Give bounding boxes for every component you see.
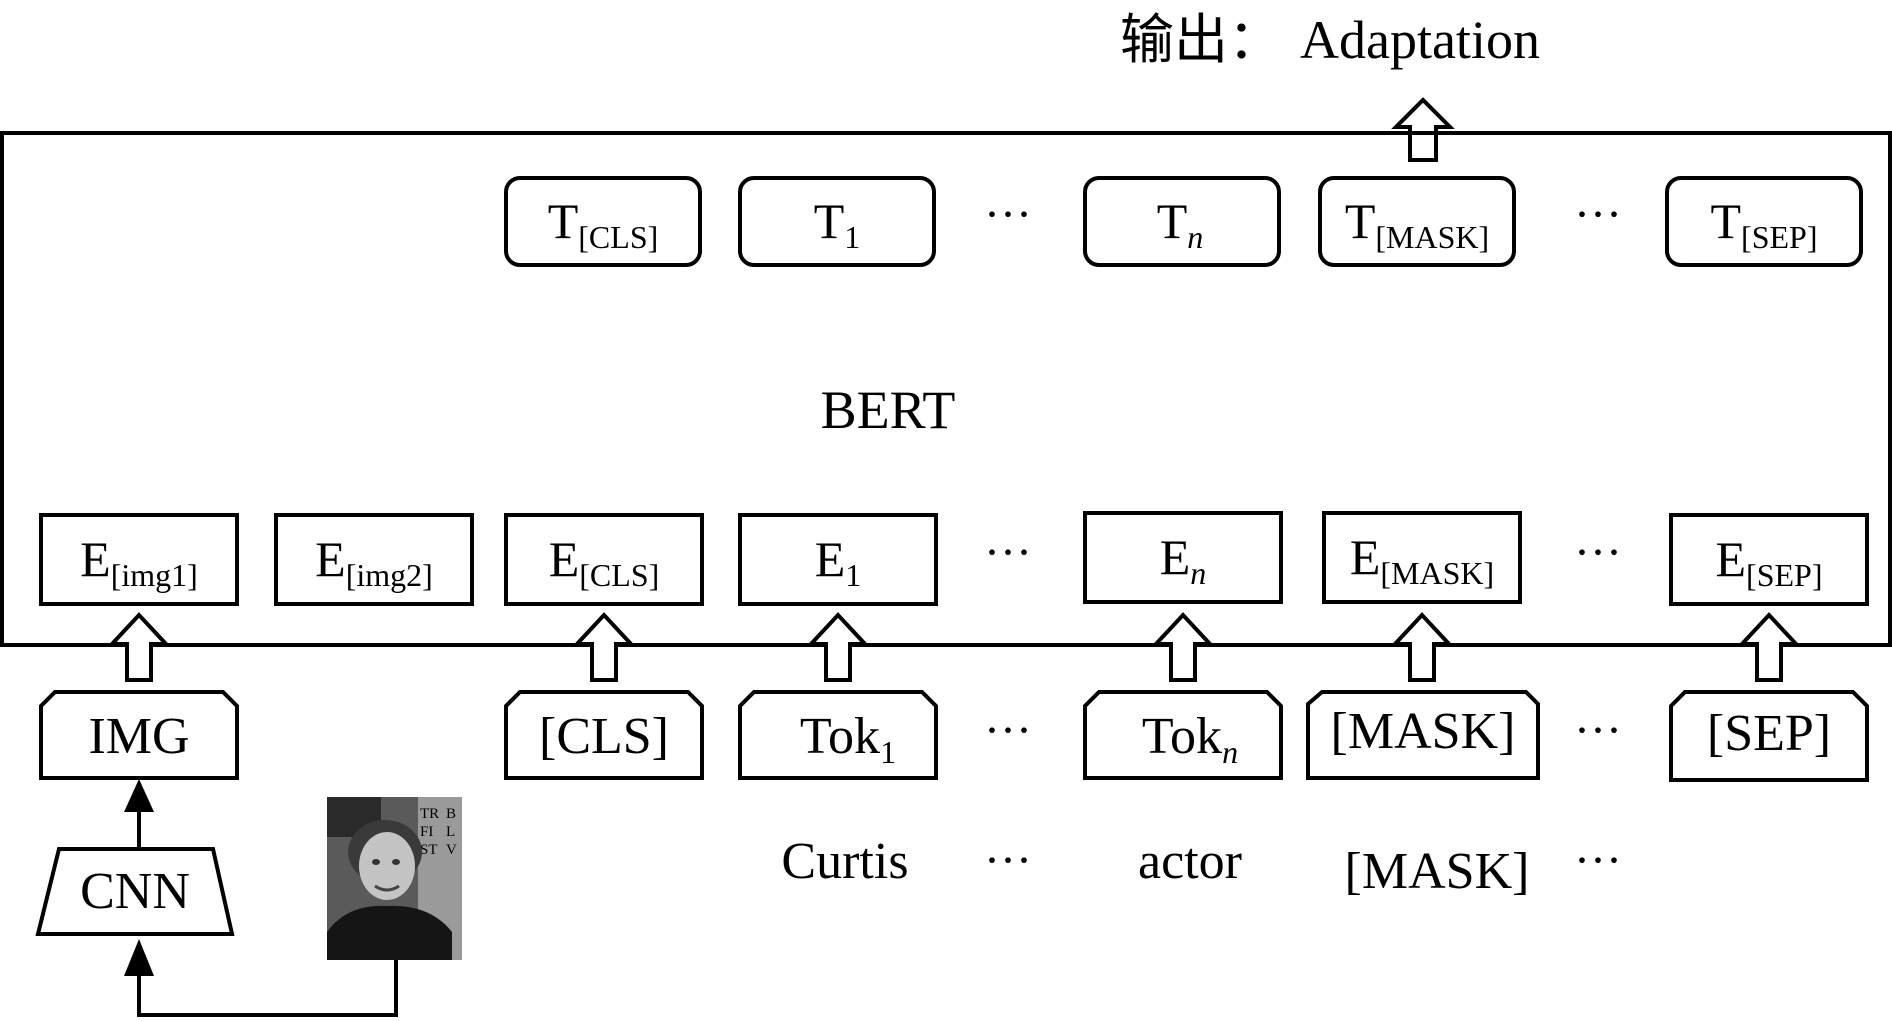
sign-letters: ST xyxy=(420,842,438,858)
output-label: 输出： xyxy=(1120,10,1282,70)
input-arrow xyxy=(1390,612,1454,682)
input-token-box xyxy=(1306,690,1540,780)
input-token-label: Tok1 xyxy=(800,708,896,770)
input-token-label: [MASK] xyxy=(1331,703,1516,760)
output-token-row: T[CLS] T1 ··· Tn T[MASK] ··· T[SEP] xyxy=(504,176,1863,267)
embedding-box xyxy=(504,513,704,606)
sign-letters: FI xyxy=(420,824,433,840)
embedding-label: E1 xyxy=(815,531,862,593)
input-token-box xyxy=(1669,690,1869,782)
output-token-box xyxy=(738,176,936,267)
embedding-label: E[img2] xyxy=(315,531,433,593)
input-arrow xyxy=(107,612,171,682)
sign-letters: TR xyxy=(420,806,439,822)
ellipsis: ··· xyxy=(1574,834,1622,887)
word-label: actor xyxy=(1138,833,1242,890)
input-token-label: [CLS] xyxy=(539,708,669,765)
input-arrow xyxy=(806,612,870,682)
output-token-label: T[CLS] xyxy=(548,193,659,255)
embedding-box xyxy=(1322,511,1522,604)
word-label: [MASK] xyxy=(1345,843,1530,900)
embedding-label: E[CLS] xyxy=(549,531,660,593)
cnn-label: CNN xyxy=(80,863,190,920)
embedding-box xyxy=(738,513,938,606)
output-value: Adaptation xyxy=(1300,10,1540,70)
ellipsis: ··· xyxy=(1574,188,1622,241)
input-token-box xyxy=(39,690,239,780)
input-token-box xyxy=(738,690,938,780)
input-arrow xyxy=(1151,612,1215,682)
input-arrows xyxy=(107,612,1801,682)
embedding-box xyxy=(274,513,474,606)
input-token-row: IMG [CLS] Tok1 ··· Tokn [MASK] ··· [SEP] xyxy=(39,690,1869,782)
output-token-label: T1 xyxy=(814,193,861,255)
photo-to-cnn-line xyxy=(137,960,398,1017)
sign-letters: L xyxy=(446,824,455,840)
ellipsis: ··· xyxy=(984,526,1032,579)
input-token-box xyxy=(1083,690,1283,780)
cnn-to-img-arrowhead xyxy=(124,779,154,812)
output-token-label: Tn xyxy=(1157,193,1204,255)
ellipsis: ··· xyxy=(984,834,1032,887)
output-token-label: T[SEP] xyxy=(1711,193,1818,255)
bert-label: BERT xyxy=(821,380,956,440)
input-arrow xyxy=(1737,612,1801,682)
ellipsis: ··· xyxy=(1574,526,1622,579)
embedding-box xyxy=(39,513,239,606)
embedding-row: E[img1] E[img2] E[CLS] E1 ··· En E[MASK]… xyxy=(39,511,1869,606)
input-token-box xyxy=(504,690,704,780)
embedding-label: E[SEP] xyxy=(1716,531,1823,593)
word-label: Curtis xyxy=(781,833,908,890)
input-arrow xyxy=(572,612,636,682)
embedding-label: E[MASK] xyxy=(1350,529,1494,591)
word-row: Curtis ··· actor [MASK] ··· xyxy=(781,833,1622,900)
bert-frame xyxy=(0,131,1892,647)
ellipsis: ··· xyxy=(984,704,1032,757)
sign-letters: V xyxy=(446,842,457,858)
output-token-box xyxy=(504,176,702,267)
photo-to-cnn-arrowhead xyxy=(124,939,154,976)
sign-letters: B xyxy=(446,806,456,822)
ellipsis: ··· xyxy=(984,188,1032,241)
cnn-block xyxy=(35,847,235,936)
person-photo: TR FI ST B L V xyxy=(327,797,462,960)
output-token-box xyxy=(1318,176,1516,267)
ellipsis: ··· xyxy=(1574,704,1622,757)
input-token-label: Tokn xyxy=(1142,708,1238,770)
input-token-label: [SEP] xyxy=(1707,705,1831,762)
embedding-box xyxy=(1083,511,1283,604)
output-arrow xyxy=(1391,97,1455,162)
output-token-box xyxy=(1083,176,1281,267)
input-token-label: IMG xyxy=(88,708,189,765)
embedding-label: E[img1] xyxy=(80,531,198,593)
embedding-box xyxy=(1669,513,1869,606)
embedding-label: En xyxy=(1160,529,1207,591)
output-token-box xyxy=(1665,176,1863,267)
output-token-label: T[MASK] xyxy=(1345,193,1489,255)
